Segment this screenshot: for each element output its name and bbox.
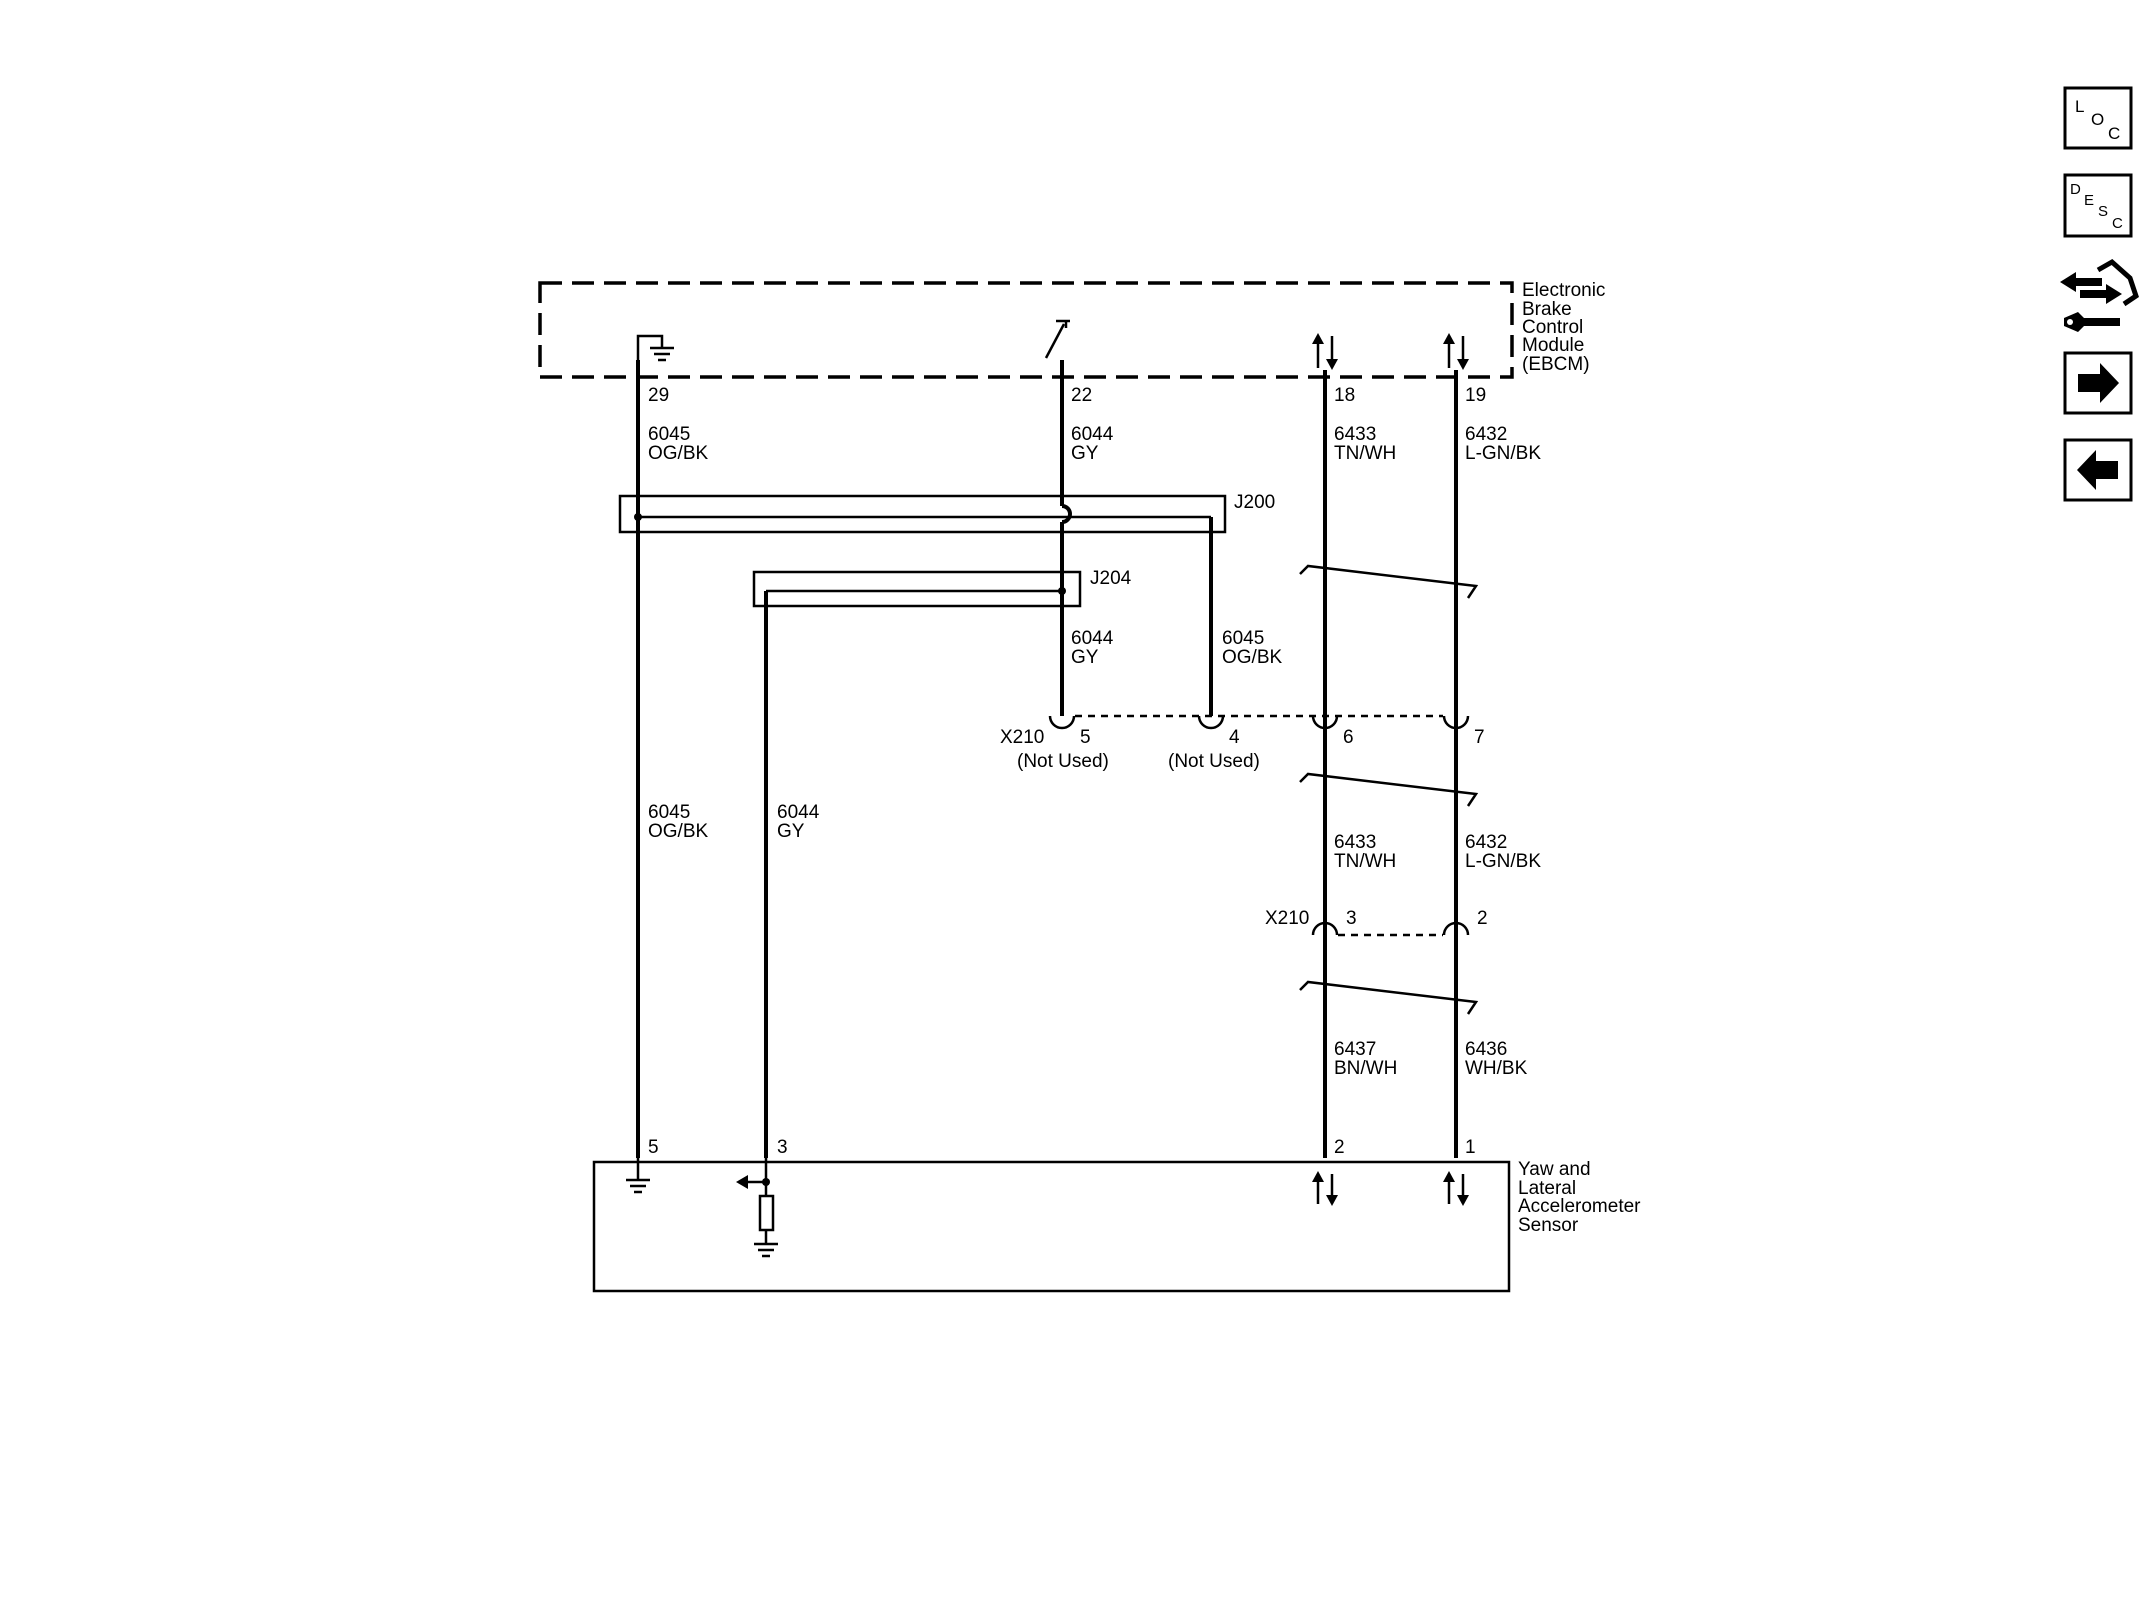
ebcm-label-line: Module [1522,335,1584,356]
sensor-bidirectional-arrow-icon [1443,1171,1469,1206]
sensor-pin-3: 3 [777,1137,788,1158]
desc-letter: S [2098,203,2108,220]
wire-color: OG/BK [1222,647,1283,668]
wire-color: BN/WH [1334,1058,1397,1079]
not-used-note: (Not Used) [1168,751,1260,772]
previous-page-button[interactable] [2063,438,2133,502]
desc-letter: C [2112,215,2123,232]
ebcm-label-line: Brake [1522,299,1572,320]
wire-color: OG/BK [648,821,709,842]
sensor-label-line: Accelerometer [1518,1196,1641,1217]
wire-circuit: 6433 [1334,832,1376,853]
loc-letter: C [2108,124,2120,143]
wire-circuit: 6432 [1465,424,1507,445]
sensor-label-line: Sensor [1518,1215,1579,1236]
ebcm-pin-18: 18 [1334,385,1355,406]
arrow-right-icon [2078,363,2119,403]
connector-x210-name: X210 [1000,727,1044,748]
wire-break-symbol [1299,980,1479,1015]
desc-letter: E [2084,192,2094,209]
ebcm-pin-22: 22 [1071,385,1092,406]
wire-circuit: 6044 [1071,424,1114,445]
connector-x210-name: X210 [1265,908,1309,929]
sensor-pin-1: 1 [1465,1137,1476,1158]
wire-6044 [1060,360,1072,710]
desc-button[interactable]: D E S C [2063,173,2133,238]
sensor-resistor-symbol [736,1158,778,1258]
wire-circuit: 6045 [1222,628,1264,649]
connector-pin: 7 [1474,727,1485,748]
splice-j200-label: J200 [1234,492,1275,513]
ebcm-pin-29: 29 [648,385,669,406]
ebcm-bidirectional-arrow-icon [1443,333,1469,370]
connector-pin: 5 [1080,727,1091,748]
wire-color: OG/BK [648,443,709,464]
wire-circuit: 6045 [648,802,690,823]
wire-circuit: 6432 [1465,832,1507,853]
ebcm-label-line: Control [1522,317,1583,338]
yaw-sensor-module: Yaw and Lateral Accelerometer Sensor [592,1159,1641,1293]
loc-letter: O [2091,110,2104,129]
ebcm-bidirectional-arrow-icon [1312,333,1338,370]
wire-color: L-GN/BK [1465,851,1541,872]
wire-color: GY [777,821,805,842]
loc-letter: L [2075,97,2084,116]
wire-color: TN/WH [1334,443,1396,464]
wire-circuit: 6045 [648,424,690,445]
wire-break-symbol [1299,772,1479,807]
connector-pin: 2 [1477,908,1488,929]
ebcm-label-line: (EBCM) [1522,354,1590,375]
sensor-ground-symbol [626,1158,650,1194]
connector-pin: 6 [1343,727,1354,748]
wire-circuit: 6433 [1334,424,1376,445]
wire-circuit: 6044 [1071,628,1114,649]
wire-color: WH/BK [1465,1058,1528,1079]
sensor-label-line: Lateral [1518,1178,1576,1199]
wire-break-symbol [1299,564,1479,599]
wire-color: L-GN/BK [1465,443,1541,464]
not-used-note: (Not Used) [1017,751,1109,772]
ebcm-label-line: Electronic [1522,280,1605,301]
next-page-button[interactable] [2063,351,2133,415]
splice-j204-label: J204 [1090,568,1132,589]
sensor-label-line: Yaw and [1518,1159,1591,1180]
splice-pack-j200: J200 [618,492,1275,710]
wire-circuit: 6437 [1334,1039,1376,1060]
wire-color: GY [1071,647,1099,668]
wire-color: TN/WH [1334,851,1396,872]
sensor-pin-2: 2 [1334,1137,1345,1158]
sensor-bidirectional-arrow-icon [1312,1171,1338,1206]
connector-x210-upper: X210 5 4 6 7 (Not Used) (Not Used) [1000,700,1485,772]
connector-pin: 3 [1346,908,1357,929]
wire-circuit: 6436 [1465,1039,1507,1060]
ebcm-ground-symbol [636,334,674,362]
connector-x210-lower: X210 3 2 [1265,908,1488,952]
sensor-pin-5: 5 [648,1137,659,1158]
connector-pin: 4 [1229,727,1240,748]
ebcm-switch-symbol [1044,319,1070,359]
splice-pack-j204: J204 [752,568,1132,1158]
wire-color: GY [1071,443,1099,464]
ebcm-module: Electronic Brake Control Module (EBCM) [538,280,1605,379]
connector-repair-button[interactable] [2060,258,2139,332]
wire-circuit: 6044 [777,802,820,823]
desc-letter: D [2070,181,2081,198]
loc-button[interactable]: L O C [2063,86,2133,150]
arrow-left-icon [2077,450,2118,490]
ebcm-pin-19: 19 [1465,385,1486,406]
connector-repair-icon [2060,258,2139,332]
